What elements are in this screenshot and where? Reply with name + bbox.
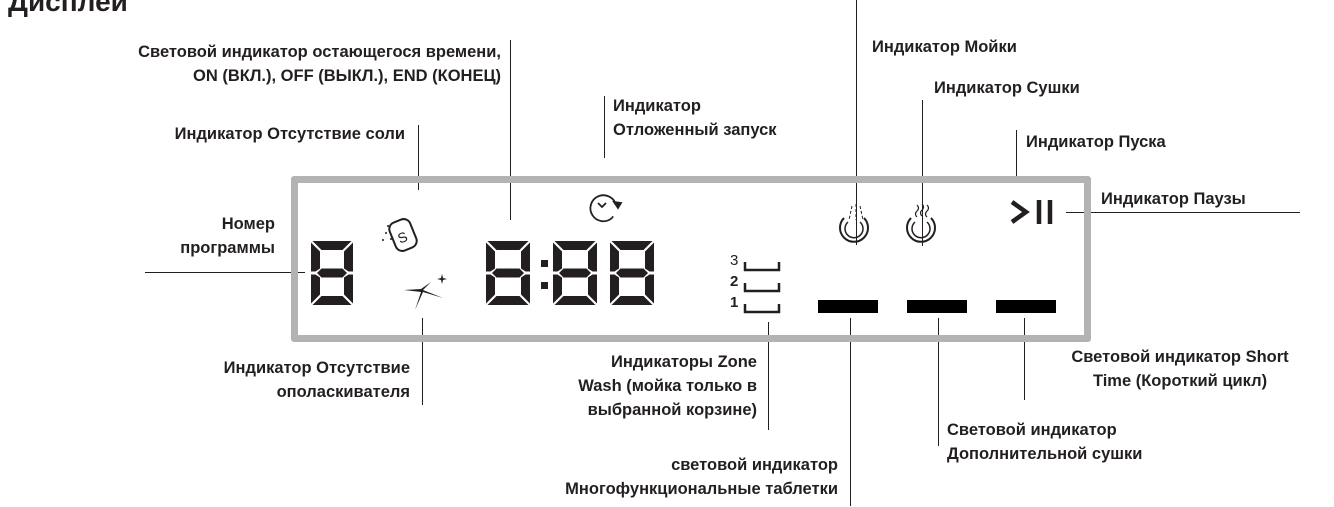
leader-line [1066,212,1300,213]
start-pause-icon [1010,200,1053,224]
delay-clock-icon [589,194,623,223]
label-line: Индикаторы Zone [611,353,757,371]
zone-rack-icon-3 [743,262,781,272]
label-line: ON (ВКЛ.), OFF (ВЫКЛ.), END (КОНЕЦ) [193,67,501,85]
label-line: Wash (мойка только в [578,377,757,395]
time-digit-1-seg-g [492,268,524,278]
program-digit-seg-e [311,274,320,304]
leader-line [922,100,923,246]
label-line: выбранной корзине) [587,401,757,419]
time-digit-2-seg-a [554,241,596,250]
time-digit-3-seg-a [611,241,653,250]
program-digit-seg-g [317,268,347,278]
colon-dot [541,282,548,289]
salt-icon: S [382,218,418,252]
leader-line [510,40,511,220]
leader-line [145,272,305,273]
label-line: Индикатор [613,97,701,115]
label-line: Номер [221,215,275,233]
leader-line [850,318,851,506]
rinse-aid-sparkle-icon [404,274,447,310]
label-multi-tabs: световой индикатор Многофункциональные т… [565,453,838,501]
wash-icon [839,204,869,243]
leader-line [1024,318,1025,400]
time-digit-2-seg-d [554,296,596,305]
leader-line [856,0,857,245]
label-line: Индикатор Паузы [1101,190,1246,208]
label-line: Time (Короткий цикл) [1092,372,1268,390]
svg-text:S: S [395,228,410,246]
time-digit-2-seg-c [588,274,597,304]
time-digit-1-seg-d [487,296,529,305]
leader-line [768,322,769,430]
page-title: Дисплей [8,0,128,17]
leader-line [604,96,605,158]
label-line: Световой индикатор [947,421,1117,439]
time-digit-2-seg-e [553,274,562,304]
label-remaining-time: Световой индикатор остающегося времени, … [138,40,501,88]
time-digit-3-seg-f [610,242,619,272]
time-digit-1-seg-e [486,274,495,304]
program-digit-seg-b [344,242,353,272]
time-digit-3-seg-g [616,268,648,278]
time-digit-1-seg-b [521,242,530,272]
label-zone-wash: Индикаторы Zone Wash (мойка только в выб… [578,350,757,422]
label-short-time: Световой индикатор Short Time (Короткий … [1030,345,1330,393]
time-digit-1-seg-c [521,274,530,304]
label-delay-start: Индикатор Отложенный запуск [613,94,777,142]
time-digit-2-seg-b [588,242,597,272]
zone-wash-indicators [743,262,781,314]
program-digit-seg-a [312,241,352,250]
label-wash: Индикатор Мойки [872,35,1017,59]
label-line: Индикатор Мойки [872,38,1017,56]
leader-line [418,125,419,190]
short-time-indicator-bar [996,300,1056,313]
time-digit-3-seg-c [645,274,654,304]
time-digit-3-seg-e [610,274,619,304]
zone-rack-icon-2 [743,283,781,293]
label-pause: Индикатор Паузы [1101,187,1246,211]
label-line: световой индикатор [671,456,838,474]
leader-line [1016,130,1017,180]
label-extra-dry: Световой индикатор Дополнительной сушки [947,418,1142,466]
time-digit-1-seg-a [487,241,529,250]
program-digit-seg-d [312,296,352,305]
time-digit-2-seg-f [553,242,562,272]
label-line: Индикатор Сушки [934,79,1080,97]
label-line: Дополнительной сушки [947,445,1143,463]
program-digit-seg-c [344,274,353,304]
label-no-salt: Индикатор Отсутствие соли [175,122,405,146]
label-line: Индикатор Отсутствие [223,359,410,377]
zone-number-3: 3 [730,252,739,269]
leader-line [422,318,423,405]
label-program-number: Номер программы [180,212,275,260]
label-no-rinse-aid: Индикатор Отсутствие ополаскивателя [224,356,410,404]
extra-dry-indicator-bar [907,300,967,313]
leader-line [938,318,939,446]
colon-dot [541,260,548,267]
label-line: Индикатор Отсутствие соли [174,125,405,143]
label-line: программы [180,239,275,257]
time-digit-3-seg-b [645,242,654,272]
dry-icon [906,203,936,243]
label-line: ополаскивателя [276,383,410,401]
label-dry: Индикатор Сушки [934,76,1080,100]
time-digit-2-seg-g [559,268,591,278]
label-line: Многофункциональные таблетки [565,480,838,498]
time-digit-3-seg-d [611,296,653,305]
zone-number-2: 2 [730,273,739,290]
time-digit-1-seg-f [486,242,495,272]
label-line: Световой индикатор остающегося времени, [138,43,501,61]
label-line: Световой индикатор Short [1071,348,1289,366]
label-line: Отложенный запуск [613,121,777,139]
program-digit-seg-f [311,242,320,272]
zone-number-1: 1 [730,294,739,311]
lcd-panel [291,176,1091,342]
label-start: Индикатор Пуска [1026,130,1166,154]
label-line: Индикатор Пуска [1026,133,1166,151]
multi-tabs-indicator-bar [818,300,878,313]
zone-rack-icon-1 [743,304,781,314]
